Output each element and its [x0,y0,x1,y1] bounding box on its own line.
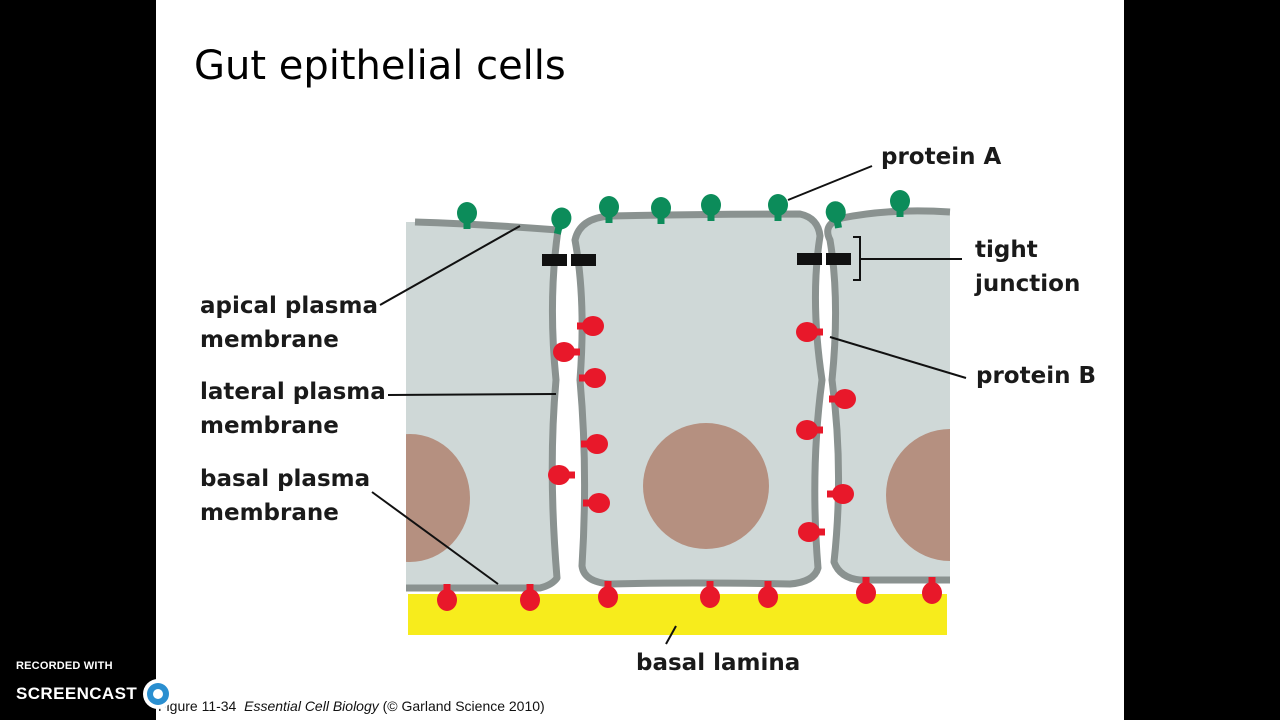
protein-b [579,368,606,388]
protein-a [890,190,910,217]
protein-b [922,577,942,604]
protein-b [583,493,610,513]
protein-b [700,581,720,608]
protein-a [551,207,572,235]
protein-a-markers [457,190,910,235]
label-protein-b: protein B [976,359,1096,393]
label-protein-a: protein A [881,140,1001,174]
protein-a [599,196,619,223]
caption-figure: Figure 11-34 [158,698,237,714]
protein-b [827,484,854,504]
label-apical-membrane: apical plasma membrane [200,289,378,357]
label-tight-junction: tight junction [975,233,1080,301]
protein-a [701,194,721,221]
recorder-watermark: RECORDED WITH SCREENCAST MATIC [16,660,232,711]
protein-b [796,420,823,440]
left-cell [406,218,562,592]
left-nucleus [406,434,470,562]
protein-b [581,434,608,454]
leader-basal-lamina [665,625,677,645]
right-nucleus [886,429,950,561]
label-basal-membrane: basal plasma membrane [200,462,370,530]
label-basal-lamina: basal lamina [636,646,800,680]
protein-b [829,389,856,409]
leader-basal [371,491,499,585]
label-protein-a-text: protein A [881,144,1002,170]
label-basal-line2: membrane [200,500,339,526]
protein-b [553,342,580,362]
protein-a [651,197,671,224]
protein-b [437,584,457,611]
protein-b [798,522,825,542]
label-apical-line2: membrane [200,327,339,353]
label-basal-line1: basal plasma [200,466,371,492]
right-cell [824,207,951,584]
label-protein-b-text: protein B [976,363,1096,389]
middle-nucleus [643,423,769,549]
slide-title: Gut epithelial cells [194,43,566,89]
watermark-recorded-with: RECORDED WITH [16,660,113,672]
protein-a [768,194,788,221]
protein-b [758,581,778,608]
label-lateral-line2: membrane [200,413,339,439]
tight-junction-right [797,253,851,265]
protein-b [520,584,540,611]
protein-b-markers [437,316,942,611]
protein-b [856,577,876,604]
label-basal-lamina-text: basal lamina [636,650,801,676]
protein-a [457,202,477,229]
protein-b [577,316,604,336]
caption-book: Essential Cell Biology [244,698,379,714]
protein-b [598,581,618,608]
protein-a [825,201,846,229]
leader-protein-b [829,336,967,379]
leader-lateral [387,393,557,396]
caption-credit: (© Garland Science 2010) [382,698,545,714]
basal-lamina [408,594,947,635]
screencast-o-matic-logo-icon [143,679,174,709]
label-apical-line1: apical plasma [200,293,378,319]
label-tight-junction-line1: tight [975,237,1038,263]
leader-lines [371,165,967,645]
watermark-brand-left: SCREENCAST [16,684,138,703]
label-lateral-line1: lateral plasma [200,379,386,405]
leader-protein-a [787,165,873,201]
label-lateral-membrane: lateral plasma membrane [200,375,386,443]
protein-b [796,322,823,342]
label-tight-junction-line2: junction [975,271,1081,297]
tight-junction-left [542,254,596,266]
protein-b [548,465,575,485]
figure-caption: Figure 11-34 Essential Cell Biology (© G… [158,698,545,714]
middle-cell [571,210,826,588]
leader-apical [379,225,521,306]
watermark-brand-right: MATIC [177,684,232,703]
